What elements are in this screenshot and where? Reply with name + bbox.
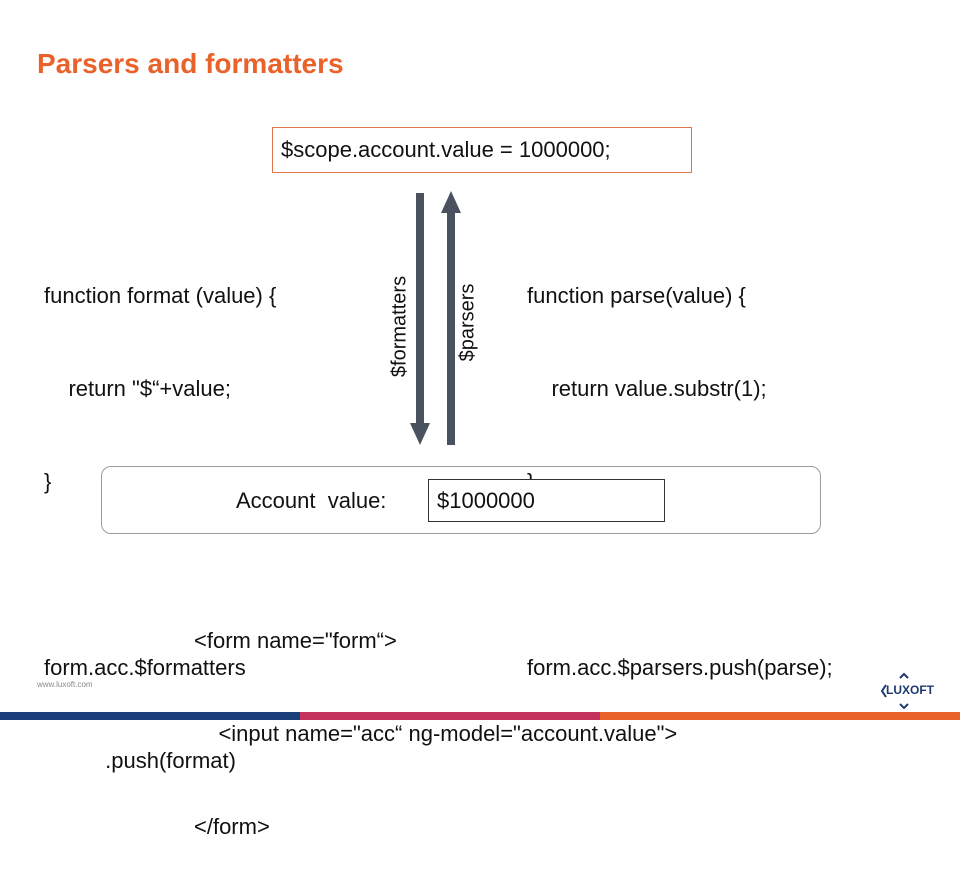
parsers-label: $parsers	[456, 283, 479, 362]
code-line: <form name="form“>	[194, 628, 397, 653]
code-line: }	[44, 469, 52, 494]
code-line: function format (value) {	[44, 283, 277, 308]
code-line: function parse(value) {	[527, 283, 746, 308]
parse-function-code: function parse(value) { return value.sub…	[527, 218, 833, 714]
footer-bar-segment	[600, 712, 960, 720]
account-value-label: Account value:	[236, 488, 387, 513]
code-line: </form>	[194, 814, 270, 839]
code-line: form.acc.$formatters	[44, 655, 246, 680]
account-value-input[interactable]	[428, 479, 665, 522]
luxoft-logo-mark	[880, 672, 909, 710]
formatters-down-arrow	[410, 193, 430, 445]
flow-arrows	[410, 191, 461, 445]
format-function-code: function format (value) { return "$“+val…	[44, 218, 276, 807]
code-line: return "$“+value;	[44, 376, 231, 401]
footer-bar-segment	[0, 712, 300, 720]
footer-color-bar	[0, 712, 960, 720]
code-line: return value.substr(1);	[527, 376, 767, 401]
code-line: form.acc.$parsers.push(parse);	[527, 655, 833, 680]
scope-assignment-box: $scope.account.value = 1000000;	[272, 127, 692, 173]
code-line: <input name="acc“ ng-model="account.valu…	[194, 721, 678, 746]
footer-url: www.luxoft.com	[37, 680, 93, 689]
form-preview-frame	[101, 466, 821, 534]
parsers-up-arrow	[441, 191, 461, 445]
logo-text: LUXOFT	[886, 683, 934, 697]
slide-title: Parsers and formatters	[37, 48, 344, 79]
luxoft-logo: LUXOFT	[880, 672, 940, 710]
footer-bar-segment	[300, 712, 600, 720]
formatters-label: $formatters	[388, 275, 411, 378]
